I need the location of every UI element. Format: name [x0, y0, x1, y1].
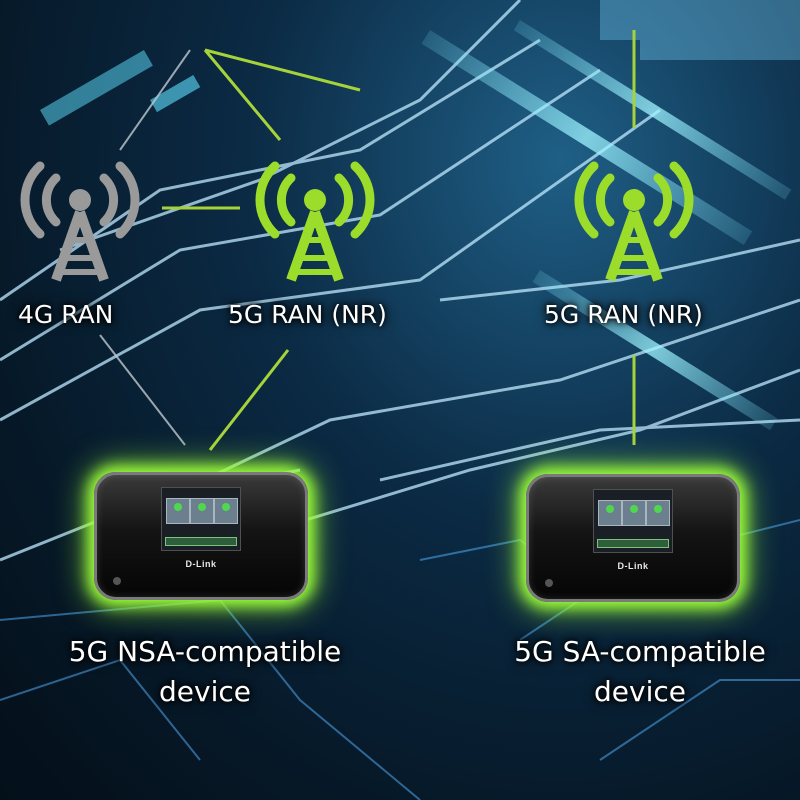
device-sa-label-line1: 5G SA-compatible [514, 635, 766, 668]
device-screen [161, 487, 241, 551]
link-4g-ran-to-core [119, 49, 191, 151]
device-screen [593, 489, 673, 553]
cell-tower-icon [255, 161, 375, 282]
device-brand-logo: D-Link [185, 559, 217, 569]
link-core-to-core [204, 48, 361, 92]
device-nsa-label: 5G NSA-compatible device [40, 632, 370, 712]
device-sa-label-line2: device [594, 675, 686, 708]
link-5g-ran-to-nsa-device [208, 349, 290, 451]
hotspot-device-nsa: D-Link [94, 472, 308, 600]
device-nsa-label-line2: device [159, 675, 251, 708]
hotspot-device-sa: D-Link [526, 474, 740, 602]
ran-5g-nsa-label: 5G RAN (NR) [228, 300, 387, 329]
device-brand-logo: D-Link [617, 561, 649, 571]
cell-tower-icon [20, 161, 140, 282]
ran-5g-sa-label: 5G RAN (NR) [544, 300, 703, 329]
power-button [113, 577, 121, 585]
cell-tower-icon [574, 161, 694, 282]
link-5g-ran-to-core [203, 49, 282, 141]
device-nsa-label-line1: 5G NSA-compatible [68, 635, 342, 668]
ran-4g-label: 4G RAN [18, 300, 114, 329]
link-4g-ran-to-nsa-device [99, 334, 186, 446]
power-button [545, 579, 553, 587]
device-sa-label: 5G SA-compatible device [480, 632, 800, 712]
